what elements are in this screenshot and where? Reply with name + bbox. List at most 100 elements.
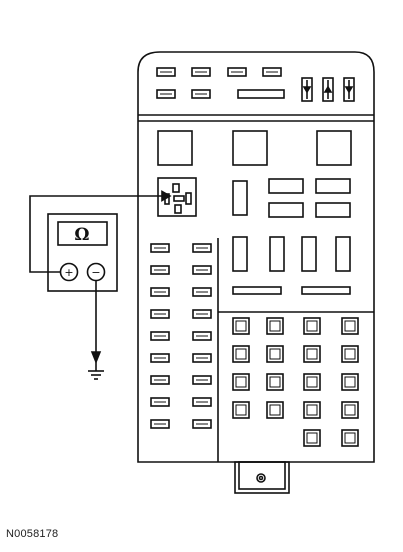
grid-relay-4-3 <box>303 401 321 419</box>
grid-relay-2-2 <box>266 345 284 363</box>
left-fuse-a-9 <box>150 419 170 429</box>
vertical-fuse-2 <box>269 236 285 272</box>
long-fuse <box>237 89 285 99</box>
relay-square-2 <box>232 130 268 166</box>
relay-pin-middle <box>173 195 185 202</box>
grid-relay-4-1 <box>232 401 250 419</box>
diode-2 <box>322 77 334 102</box>
grid-relay-inner-5-3 <box>306 432 318 444</box>
grid-relay-5-3 <box>303 429 321 447</box>
grid-relay-inner-5-4 <box>344 432 356 444</box>
diode-arrow-1 <box>302 86 312 94</box>
grid-relay-inner-4-1 <box>235 404 247 416</box>
grid-relay-inner-2-2 <box>269 348 281 360</box>
left-fuse-b-3 <box>192 287 212 297</box>
grid-relay-inner-3-1 <box>235 376 247 388</box>
right-relay-grid <box>232 317 359 447</box>
grid-relay-5-4 <box>341 429 359 447</box>
grid-relay-1-1 <box>232 317 250 335</box>
relay-square-1 <box>157 130 193 166</box>
grid-relay-3-4 <box>341 373 359 391</box>
top-fuse-row-1 <box>156 67 282 77</box>
left-fuse-b-7 <box>192 375 212 385</box>
left-fuse-a-1 <box>150 243 170 253</box>
positive-terminal-label: + <box>64 266 73 279</box>
connector-tab-inner <box>238 461 286 490</box>
grid-relay-2-1 <box>232 345 250 363</box>
positive-test-lead <box>29 195 162 273</box>
grid-relay-4-4 <box>341 401 359 419</box>
ohm-symbol: Ω <box>74 225 89 245</box>
left-fuse-b-4 <box>192 309 212 319</box>
left-fuse-b-9 <box>192 419 212 429</box>
top-fuse-r2-2 <box>191 89 211 99</box>
grid-relay-inner-4-2 <box>269 404 281 416</box>
left-fuse-a-7 <box>150 375 170 385</box>
relay-under-test-body <box>157 177 197 217</box>
positive-terminal <box>59 262 79 282</box>
relay-pin-top <box>172 183 180 193</box>
diode-3 <box>343 77 355 102</box>
small-relay-4 <box>315 202 351 218</box>
grid-relay-inner-1-3 <box>306 320 318 332</box>
grid-relay-4-2 <box>266 401 284 419</box>
top-fuse-r1-1 <box>156 67 176 77</box>
top-fuse-r2-1 <box>156 89 176 99</box>
ground-icon <box>88 370 104 380</box>
bar-fuse-2 <box>301 286 351 295</box>
relay-pin-right <box>185 192 192 205</box>
vertical-fuse-4 <box>335 236 351 272</box>
grid-relay-inner-3-4 <box>344 376 356 388</box>
diode-group <box>301 77 355 102</box>
top-fuse-r1-4 <box>262 67 282 77</box>
left-fuse-a-3 <box>150 287 170 297</box>
bar-fuse-1 <box>232 286 282 295</box>
vertical-fuse-1 <box>232 236 248 272</box>
grid-relay-3-1 <box>232 373 250 391</box>
grid-relay-2-3 <box>303 345 321 363</box>
fuse-box-housing <box>137 51 375 463</box>
grid-relay-3-2 <box>266 373 284 391</box>
diode-arrow-2 <box>323 85 333 93</box>
left-fuse-b-2 <box>192 265 212 275</box>
cartridge-fuse-tall <box>232 180 248 216</box>
negative-lead-arrowhead <box>90 351 102 365</box>
small-relay-3 <box>268 202 304 218</box>
top-fuse-r1-2 <box>191 67 211 77</box>
small-relay-1 <box>268 178 304 194</box>
diode-arrow-3 <box>344 86 354 94</box>
vertical-fuse-3 <box>301 236 317 272</box>
connector-tab-hole-inner <box>258 475 264 481</box>
grid-relay-inner-1-2 <box>269 320 281 332</box>
connector-tab-hole <box>256 473 266 483</box>
relay-under-test <box>157 177 197 217</box>
left-fuse-a-4 <box>150 309 170 319</box>
grid-relay-inner-2-3 <box>306 348 318 360</box>
left-fuse-b-6 <box>192 353 212 363</box>
grid-relay-inner-1-1 <box>235 320 247 332</box>
ohmmeter-display <box>57 221 108 246</box>
left-fuse-b-1 <box>192 243 212 253</box>
top-fuse-row-2 <box>156 89 211 99</box>
ohmmeter: Ω + − <box>47 213 118 292</box>
grid-relay-inner-4-4 <box>344 404 356 416</box>
grid-relay-1-2 <box>266 317 284 335</box>
left-fuse-a-6 <box>150 353 170 363</box>
grid-relay-3-3 <box>303 373 321 391</box>
left-fuse-b-8 <box>192 397 212 407</box>
grid-relay-inner-2-1 <box>235 348 247 360</box>
grid-relay-inner-2-4 <box>344 348 356 360</box>
grid-relay-2-4 <box>341 345 359 363</box>
relay-square-3 <box>316 130 352 166</box>
top-fuse-r1-3 <box>227 67 247 77</box>
grid-relay-inner-1-4 <box>344 320 356 332</box>
left-fuse-a-8 <box>150 397 170 407</box>
grid-relay-1-4 <box>341 317 359 335</box>
figure-reference-code: N0058178 <box>6 528 59 540</box>
small-relay-2 <box>315 178 351 194</box>
grid-relay-inner-4-3 <box>306 404 318 416</box>
diode-1 <box>301 77 313 102</box>
left-fuse-b-5 <box>192 331 212 341</box>
grid-relay-inner-3-2 <box>269 376 281 388</box>
